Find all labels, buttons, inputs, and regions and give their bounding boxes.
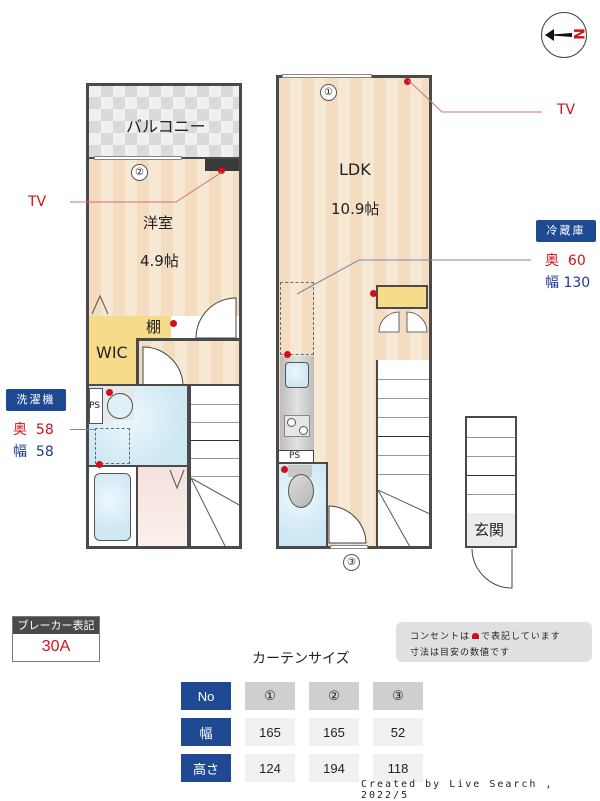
outlet [404, 78, 411, 85]
fridge-width: 幅 130 [545, 275, 591, 291]
toilet-tank [288, 465, 312, 477]
window-3 [330, 545, 368, 549]
western-room [89, 158, 239, 316]
door-swing-icon [142, 346, 184, 386]
door-triangle-icon [169, 469, 185, 490]
window-3-marker: ③ [343, 554, 360, 571]
staircase-left [189, 386, 241, 547]
staircase-right [376, 360, 430, 548]
washer-space [95, 428, 130, 464]
tv-stand [205, 158, 239, 171]
window-1 [282, 74, 372, 78]
outlet [218, 167, 225, 174]
outlet [106, 389, 113, 396]
tv-leader-line [70, 171, 223, 203]
breaker-box: ブレーカー表記 30A [12, 616, 100, 662]
fridge-space [280, 282, 314, 355]
curtain-table: No ① ② ③ 幅 165 165 52 高さ 124 194 118 [167, 674, 437, 790]
washer-leader-line [70, 429, 96, 430]
entrance-floor [467, 513, 515, 546]
fridge-depth: 奥 60 [545, 253, 586, 269]
balcony-label: バルコニー [126, 117, 206, 136]
balcony [89, 85, 239, 158]
bathtub [94, 473, 131, 541]
notes-line1: コンセントはで表記しています [410, 632, 561, 642]
outlet [284, 351, 291, 358]
storage-closet [376, 285, 428, 309]
outlet [370, 290, 377, 297]
washer-depth: 奥 58 [13, 422, 54, 438]
closet-door-icon [91, 294, 109, 315]
table-row: No ① ② ③ [181, 682, 423, 710]
shelf-label: 棚 [146, 318, 162, 336]
entrance-door-icon [471, 548, 513, 589]
western-room-label: 洋室 [143, 214, 174, 232]
basin-bowl [107, 393, 133, 419]
door-swing-icon [195, 297, 237, 339]
washer-tag: 洗濯機 [6, 389, 66, 411]
compass: N [541, 12, 587, 58]
outlet [170, 320, 177, 327]
compass-north-label: N [569, 28, 586, 40]
fridge-leader-line [296, 259, 531, 295]
outlet [281, 466, 288, 473]
window-2 [94, 156, 182, 160]
window-2-marker: ② [131, 164, 148, 181]
wic-label: WIC [96, 343, 128, 362]
tv-leader-line [407, 79, 542, 113]
compass-arrow-icon [545, 29, 572, 41]
washer-width: 幅 58 [13, 444, 54, 460]
outlet [96, 461, 103, 468]
double-door-icon [378, 311, 428, 333]
ps-left-label: PS [89, 401, 101, 411]
tv-label-right: TV [557, 102, 576, 118]
notes-box: コンセントはで表記しています 寸法は目安の数値です [396, 622, 592, 662]
door-swing-icon [328, 505, 367, 544]
western-room-size: 4.9帖 [140, 252, 179, 270]
breaker-title: ブレーカー表記 [13, 617, 99, 634]
entrance-label: 玄関 [474, 521, 505, 539]
kitchen-sink [285, 362, 309, 388]
curtain-title: カーテンサイズ [252, 651, 350, 667]
outlet-legend-icon [472, 633, 480, 639]
fridge-tag: 冷蔵庫 [536, 220, 596, 242]
toilet-bowl [288, 474, 314, 508]
table-row: 幅 165 165 52 [181, 718, 423, 746]
ldk-size: 10.9帖 [331, 200, 380, 218]
notes-line2: 寸法は目安の数値です [410, 648, 511, 658]
ps-right-label: PS [289, 451, 301, 461]
ldk-label: LDK [339, 160, 371, 179]
ps-box-left [89, 388, 103, 424]
table-row: 高さ 124 194 118 [181, 754, 423, 782]
window-1-marker: ① [320, 84, 337, 101]
credit-text: Created by Live Search , 2022/5 [361, 779, 554, 801]
tv-label-left: TV [28, 194, 47, 210]
breaker-value: 30A [41, 638, 71, 655]
